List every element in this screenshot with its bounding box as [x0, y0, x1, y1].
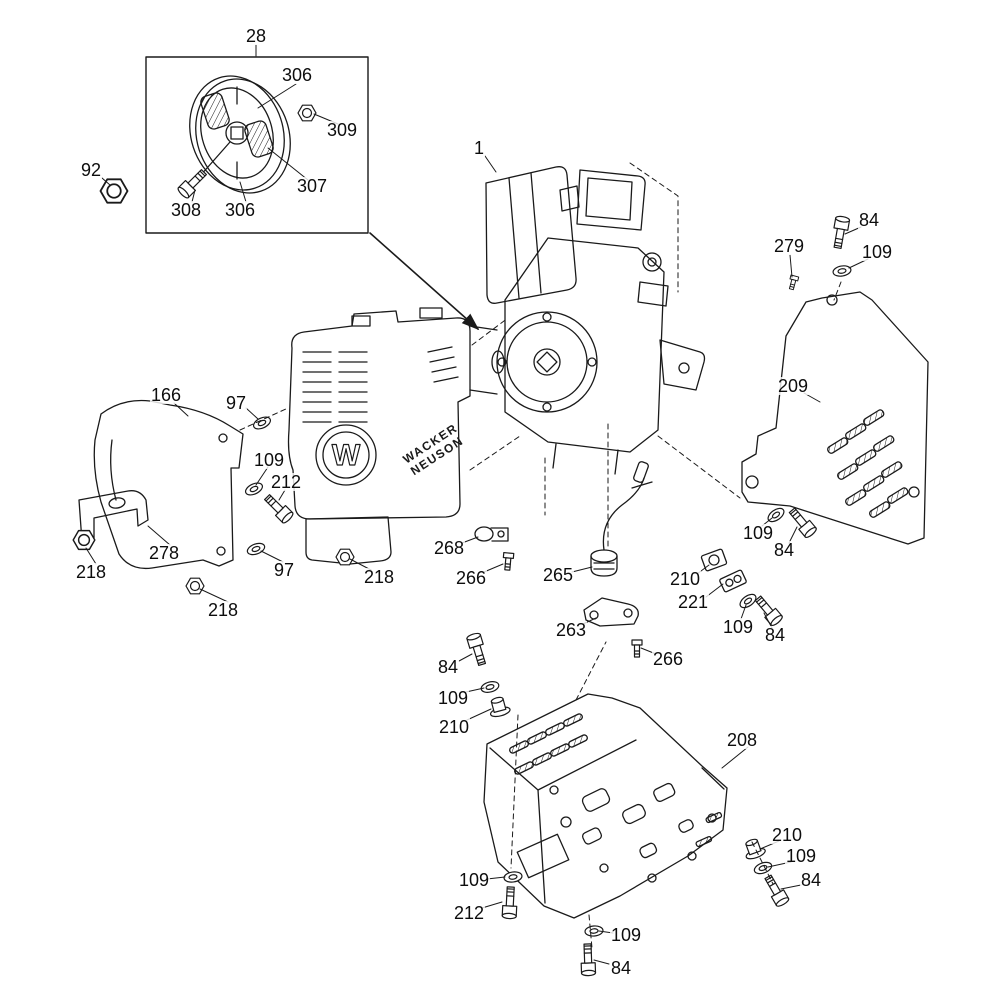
coupling-detail [189, 75, 291, 194]
part-label-84: 84 [609, 958, 633, 978]
logo-mark: W [332, 439, 361, 472]
part-label-212: 212 [452, 903, 486, 923]
part-label-97: 97 [272, 560, 296, 580]
bolt-308 [175, 166, 210, 201]
engine-assembly [469, 166, 706, 475]
part-label-218: 218 [206, 600, 240, 620]
part-label-166: 166 [149, 385, 183, 405]
part-label-210: 210 [668, 569, 702, 589]
part-label-84: 84 [772, 540, 796, 560]
part-label-109: 109 [721, 617, 755, 637]
part-label-208: 208 [725, 730, 759, 750]
bracket-278 [78, 490, 149, 543]
clamp-268 [474, 526, 509, 542]
nut-309 [297, 104, 317, 122]
part-label-109: 109 [860, 242, 894, 262]
part-label-109: 109 [436, 688, 470, 708]
part-label-84: 84 [857, 210, 881, 230]
blower-housing: W WACKER NEUSON [287, 307, 471, 565]
leader-lines [85, 44, 869, 965]
part-label-212: 212 [269, 472, 303, 492]
part-label-278: 278 [147, 543, 181, 563]
nut-92 [99, 178, 129, 204]
bracket-263 [583, 597, 639, 627]
part-label-268: 268 [432, 538, 466, 558]
part-label-109: 109 [741, 523, 775, 543]
fasteners [72, 214, 853, 977]
part-label-109: 109 [609, 925, 643, 945]
construction-lines [239, 162, 842, 949]
part-label-263: 263 [554, 620, 588, 640]
part-label-265: 265 [541, 565, 575, 585]
part-label-307: 307 [295, 176, 329, 196]
part-label-84: 84 [799, 870, 823, 890]
part-label-266: 266 [454, 568, 488, 588]
part-label-109: 109 [784, 846, 818, 866]
part-label-28: 28 [244, 26, 268, 46]
skid-plate-208 [483, 693, 728, 919]
spark-plug-and-cable [583, 461, 653, 627]
part-label-84: 84 [436, 657, 460, 677]
part-label-279: 279 [772, 236, 806, 256]
bracket-209 [741, 291, 929, 545]
part-label-210: 210 [437, 717, 471, 737]
part-label-308: 308 [169, 200, 203, 220]
part-label-210: 210 [770, 825, 804, 845]
part-label-306: 306 [280, 65, 314, 85]
part-label-266: 266 [651, 649, 685, 669]
protection-plate-166 [93, 399, 244, 570]
part-label-218: 218 [74, 562, 108, 582]
part-label-309: 309 [325, 120, 359, 140]
part-label-221: 221 [676, 592, 710, 612]
part-label-218: 218 [362, 567, 396, 587]
part-label-1: 1 [472, 138, 486, 158]
plate-221 [719, 569, 747, 593]
part-label-109: 109 [457, 870, 491, 890]
part-label-209: 209 [776, 376, 810, 396]
part-label-109: 109 [252, 450, 286, 470]
part-label-92: 92 [79, 160, 103, 180]
inset-detail-box [145, 56, 369, 234]
part-label-84: 84 [763, 625, 787, 645]
part-label-306: 306 [223, 200, 257, 220]
inset-arrow [369, 232, 480, 331]
part-label-97: 97 [224, 393, 248, 413]
